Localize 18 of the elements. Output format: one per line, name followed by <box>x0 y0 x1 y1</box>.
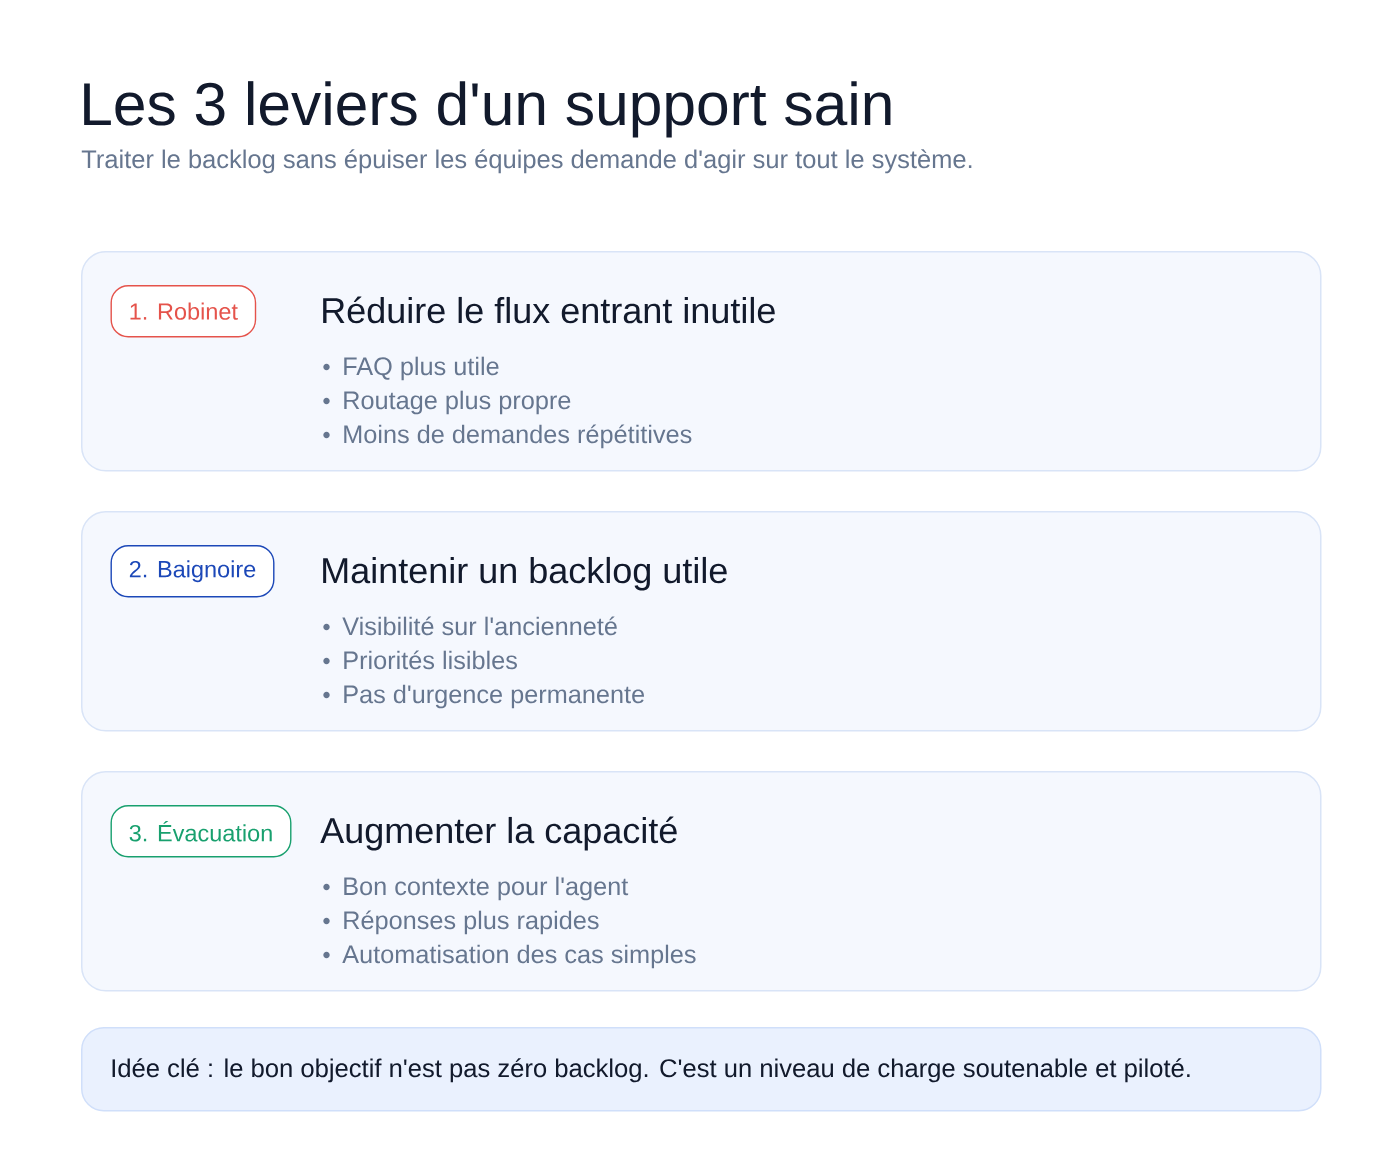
badge: 3. Évacuation <box>110 805 292 858</box>
title: Les 3 leviers d'un support sain <box>84 81 891 138</box>
bullet-item: Moins de demandes répétitives <box>344 424 692 449</box>
subtitle: Traiter le backlog sans épuiser les équipes demande d'agir sur tout le système. <box>81 149 972 174</box>
bullet-item: Pas d'urgence permanente <box>344 684 644 709</box>
badge: 1. Robinet <box>110 285 257 338</box>
bullet-item: Priorités lisibles <box>344 650 517 670</box>
bullet-item: Routage plus propre <box>344 390 571 415</box>
card-heading: Réduire le flux entrant inutile <box>323 296 775 324</box>
bullet-item: Visibilité sur l'ancienneté <box>342 616 617 636</box>
note-box: Idée clé : le bon objectif n'est pas zéro backlog. C'est un niveau de charge soutenable et piloté. <box>81 1027 1322 1112</box>
card-heading: Augmenter la capacité <box>320 816 677 851</box>
bullet-item: FAQ plus utile <box>344 356 499 381</box>
bullet-item: Bon contexte pour l'agent <box>344 876 629 901</box>
badge: 2. Baignoire <box>110 545 275 598</box>
bullet-item: Réponses plus rapides <box>344 910 599 935</box>
bullet-item: Automatisation des cas simples <box>342 944 696 969</box>
card-heading: Maintenir un backlog utile <box>323 556 727 591</box>
